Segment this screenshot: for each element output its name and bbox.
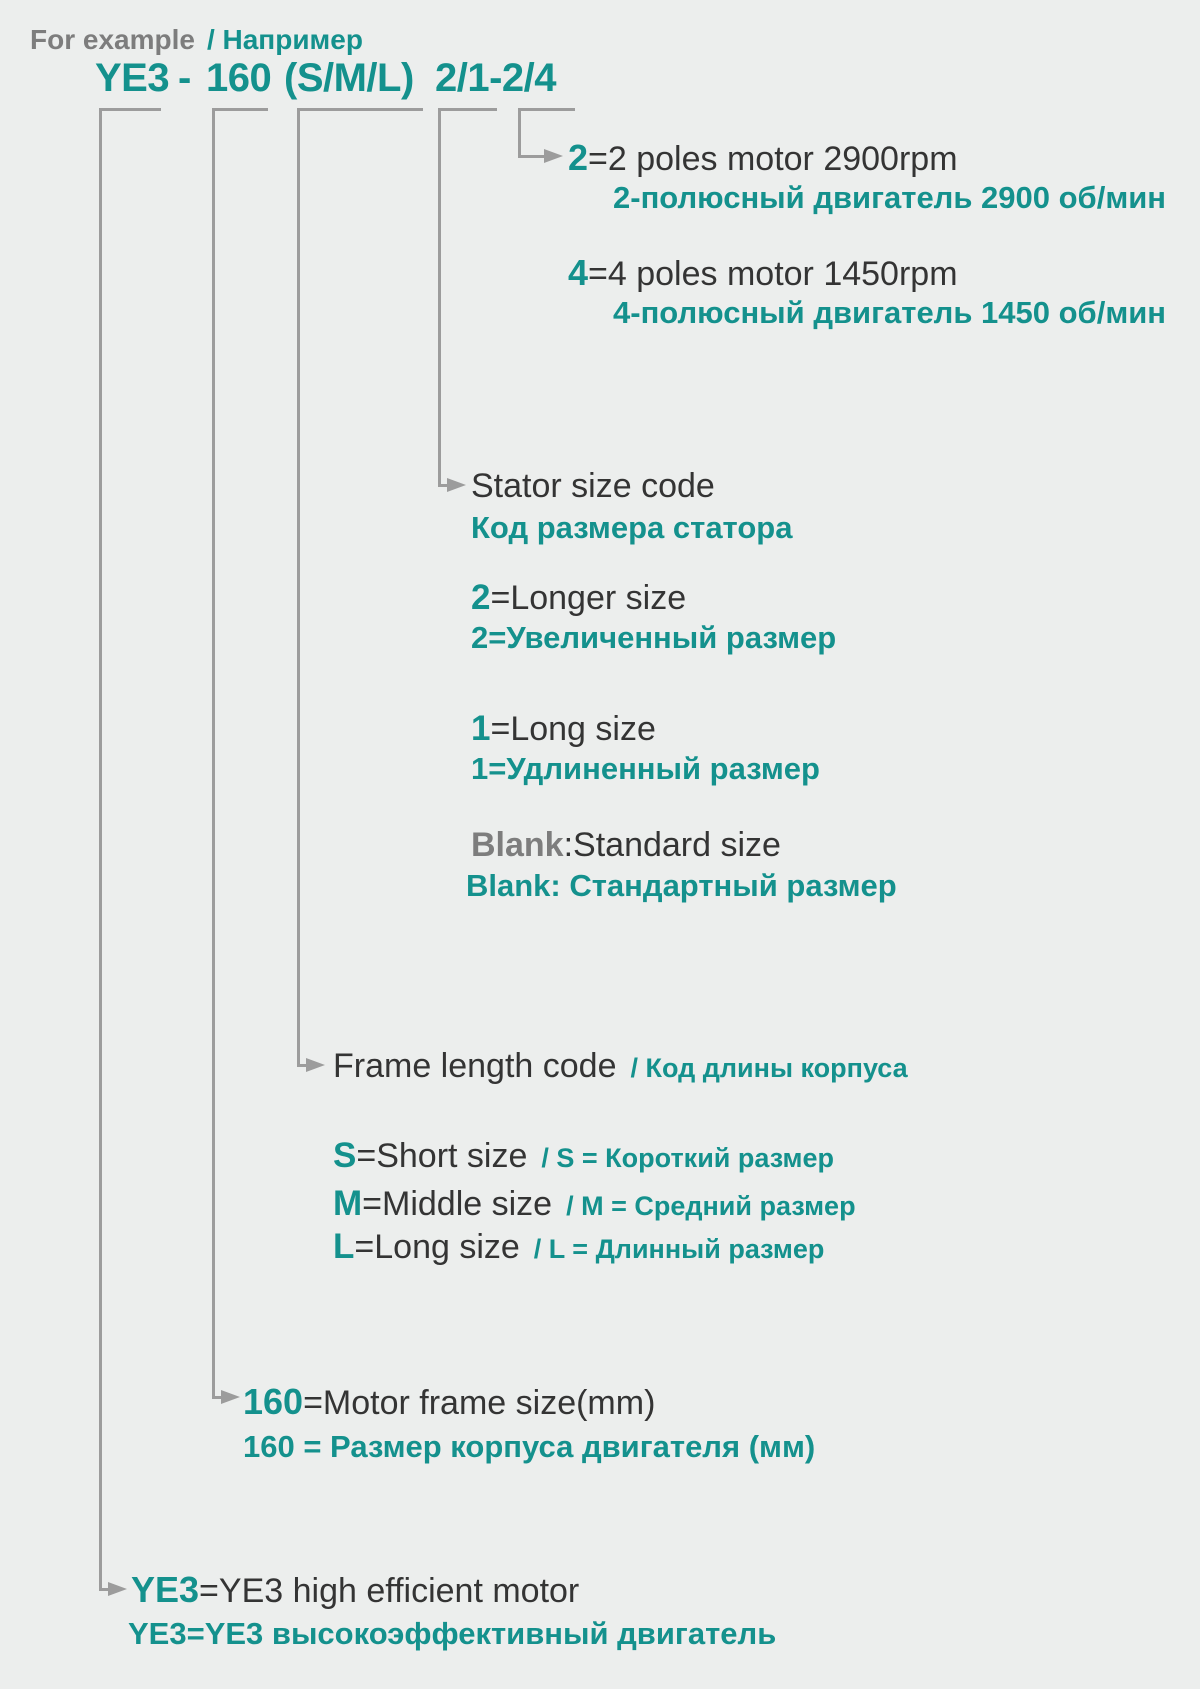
frame-length-title-en: Frame length code [333,1047,617,1085]
frame-length-connector-vertical [297,108,300,1067]
stator-longer-line: 2=Longer size [471,578,687,618]
frame-size-arrow-icon [221,1390,240,1404]
stator-long-code: 1 [471,709,491,748]
frame-length-short-ru: / S = Короткий размер [541,1143,834,1173]
stator-connector-vertical [438,108,441,487]
frame-length-middle-line: M=Middle size / M = Средний размер [333,1184,856,1224]
stator-connector-stem [438,484,450,487]
series-line: YE3=YE3 high efficient motor [131,1570,579,1610]
stator-long-text: =Long size [490,710,656,748]
example-label: For example / Например [30,24,363,56]
frame-size-connector-vertical [212,108,215,1399]
poles-arrow-icon [544,149,563,163]
poles-2-ru: 2-полюсный двигатель 2900 об/мин [613,180,1167,215]
frame-length-short-text: =Short size [356,1137,528,1175]
poles-connector-vertical [518,108,521,158]
series-code: YE3 [131,1569,200,1610]
frame-length-long-code: L [333,1227,355,1266]
poles-2-line: 2=2 poles motor 2900rpm [568,138,958,178]
series-ru: YE3=YE3 высокоэффективный двигатель [128,1616,777,1651]
model-code-series: YE3 [95,56,170,100]
stator-blank-ru: Blank: Стандартный размер [466,868,897,903]
series-text: =YE3 high efficient motor [199,1572,580,1610]
frame-size-line: 160=Motor frame size(mm) [243,1382,655,1422]
stator-longer-code: 2 [471,578,491,617]
poles-4-text: =4 poles motor 1450rpm [588,255,958,293]
stator-arrow-icon [447,478,466,492]
frame-length-long-text: =Long size [354,1228,520,1266]
frame-size-connector-stem [212,1396,224,1399]
stator-long-line: 1=Long size [471,709,656,749]
ye3-connector-top [99,108,161,111]
model-code-frame-size: 160 [206,56,272,100]
frame-size-text: =Motor frame size(mm) [303,1384,656,1422]
ye3-connector-vertical [99,108,102,1591]
frame-size-ru: 160 = Размер корпуса двигателя (мм) [243,1429,816,1464]
poles-4-ru: 4-полюсный двигатель 1450 об/мин [613,295,1167,330]
frame-length-middle-ru: / M = Средний размер [566,1191,856,1221]
stator-title-en: Stator size code [471,467,715,505]
frame-length-title-ru: / Код длины корпуса [630,1053,908,1083]
stator-longer-ru: 2=Увеличенный размер [471,620,837,655]
stator-blank-text: :Standard size [563,826,781,864]
poles-4-code: 4 [568,252,589,293]
poles-4-line: 4=4 poles motor 1450rpm [568,253,958,293]
stator-connector-top [438,108,497,111]
frame-length-connector-top [297,108,423,111]
frame-length-long-line: L=Long size / L = Длинный размер [333,1227,825,1267]
frame-size-code: 160 [243,1381,304,1422]
ye3-arrow-icon [108,1582,127,1596]
poles-connector-top [518,108,575,111]
stator-long-ru: 1=Удлиненный размер [471,751,820,786]
frame-length-title: Frame length code / Код длины корпуса [333,1047,908,1085]
frame-length-short-line: S=Short size / S = Короткий размер [333,1136,834,1176]
frame-length-arrow-icon [306,1058,325,1072]
example-label-ru: / Например [206,24,363,55]
frame-length-long-ru: / L = Длинный размер [533,1234,825,1264]
frame-length-middle-text: =Middle size [362,1185,553,1223]
example-label-en: For example [30,24,195,55]
poles-2-code: 2 [568,137,589,178]
model-code-dash: - [178,56,191,100]
stator-longer-text: =Longer size [490,579,687,617]
frame-length-middle-code: M [333,1184,363,1223]
frame-length-short-code: S [333,1136,357,1175]
stator-blank-code: Blank [471,826,564,864]
frame-length-connector-stem [297,1064,309,1067]
ye3-connector-stem [99,1588,111,1591]
poles-2-text: =2 poles motor 2900rpm [588,140,958,178]
frame-size-connector-top [212,108,268,111]
stator-blank-line: Blank:Standard size [471,826,781,864]
poles-connector-stem [518,155,546,158]
model-code-frame-length: (S/M/L) [284,56,414,100]
model-code-suffix: 2/1-2/4 [435,56,557,100]
stator-title-ru: Код размера статора [471,510,793,545]
